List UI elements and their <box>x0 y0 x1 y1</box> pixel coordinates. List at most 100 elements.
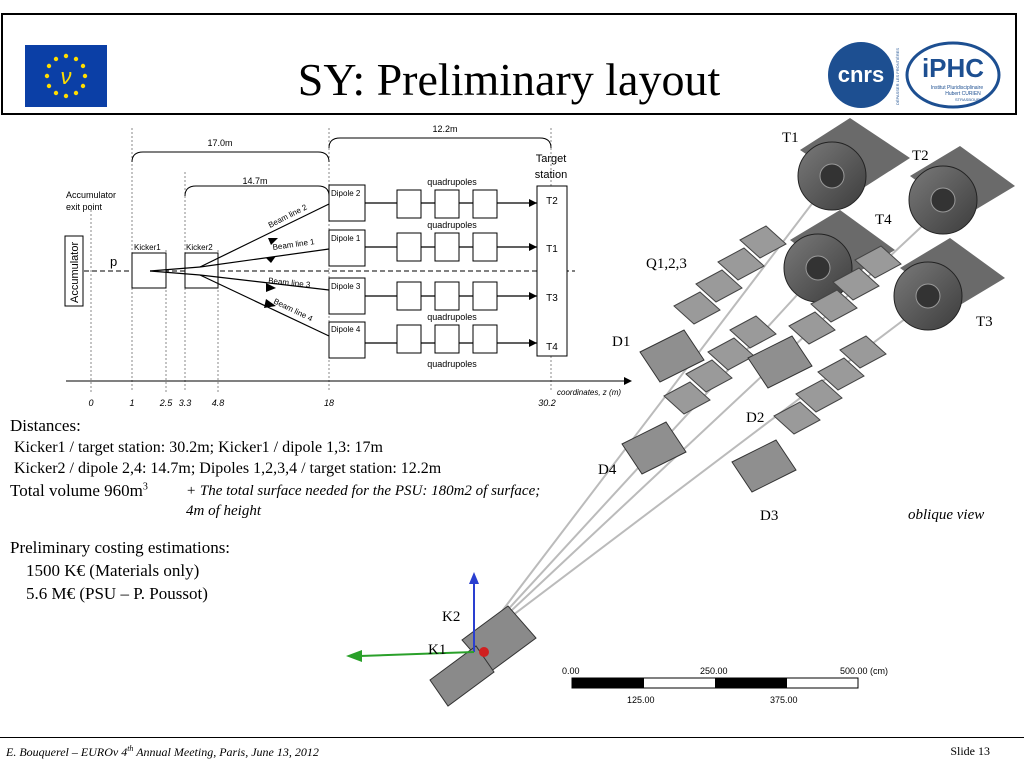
quad-block <box>695 269 743 303</box>
quadrupole <box>396 324 422 354</box>
cost-materials: 1500 K€ (Materials only) <box>26 561 200 580</box>
axis-green <box>359 651 475 657</box>
dim-label-14-7: 14.7m <box>242 176 267 186</box>
oblique-label-t2: T2 <box>912 148 929 164</box>
total-volume-exponent: 3 <box>142 481 148 493</box>
kicker-k1 <box>429 645 495 707</box>
target-t4-label: T4 <box>546 342 558 353</box>
quadrupole <box>396 281 422 311</box>
quad-block <box>839 335 887 369</box>
quadrupoles-label-4: quadrupoles <box>427 359 477 369</box>
quad-block <box>663 381 711 415</box>
beam-line-1-label: Beam line 1 <box>272 237 316 252</box>
footer-citation-a: E. Bouquerel – EUROν 4 <box>6 745 128 759</box>
oblique-beam-t1 <box>479 179 831 641</box>
target-t2 <box>908 146 1015 235</box>
oblique-label-d2: D2 <box>746 410 764 426</box>
footer-divider <box>0 737 1024 738</box>
accumulator-label: Accumulator <box>69 242 81 303</box>
dim-bracket-14-7 <box>184 185 330 197</box>
dipole-d4 <box>621 421 687 475</box>
kicker2-label: Kicker2 <box>186 243 213 252</box>
quad-block <box>773 401 821 435</box>
quadrupole <box>472 281 498 311</box>
quad-block <box>795 379 843 413</box>
quadrupoles-label-3: quadrupoles <box>427 312 477 322</box>
quad-block <box>817 357 865 391</box>
dipole-d3 <box>731 439 797 493</box>
total-volume-text: Total volume 960m <box>10 481 143 500</box>
costing-heading: Preliminary costing estimations: <box>10 538 231 557</box>
scale-bar <box>571 677 859 689</box>
dipole-2-label: Dipole 2 <box>331 189 361 198</box>
beam-line-3 <box>199 274 330 291</box>
quadrupole <box>396 189 422 219</box>
dim-label-17-0: 17.0m <box>207 138 232 148</box>
beam-line-2 <box>199 203 330 268</box>
beam-line-3-label: Beam line 3 <box>268 276 312 289</box>
institution-logos: cnrs iPHC Institut Pluridisciplinaire Hu… <box>823 39 1003 111</box>
iphc-sub2: Hubert CURIEN <box>945 91 981 97</box>
oblique-view: T1 T2 T4 T3 Q1,2,3 D1 D2 D4 D3 K2 K1 obl… <box>346 118 1015 707</box>
scale-label-0: 0.00 <box>562 666 580 676</box>
iphc-logo <box>905 41 1001 109</box>
dipole-1-label: Dipole 1 <box>331 234 361 243</box>
oblique-label-d3: D3 <box>760 508 778 524</box>
beam-line-4 <box>199 274 330 337</box>
oblique-label-k1: K1 <box>428 642 446 658</box>
quadrupole <box>472 324 498 354</box>
quad-block <box>685 359 733 393</box>
target-t3 <box>893 238 1005 331</box>
quadrupole <box>434 324 460 354</box>
dipole-d2 <box>747 335 813 389</box>
oblique-label-d1: D1 <box>612 334 630 350</box>
oblique-label-t3: T3 <box>976 314 993 330</box>
scale-label-375: 375.00 <box>770 695 798 705</box>
dim-bracket-17-0 <box>131 151 330 163</box>
oblique-label-d4: D4 <box>598 462 617 478</box>
eu-letter: ν <box>61 64 72 89</box>
target-t2-label: T2 <box>546 196 558 207</box>
oblique-label-t4: T4 <box>875 212 892 228</box>
dipole-3-label: Dipole 3 <box>331 282 361 291</box>
dipole-2-box <box>328 184 366 222</box>
oblique-view-caption: oblique view <box>908 507 984 523</box>
tick-3-3: 3.3 <box>179 398 192 408</box>
footer-citation-sup: th <box>127 744 134 753</box>
cnrs-logo-text: cnrs <box>838 62 884 87</box>
tick-4-8: 4.8 <box>212 398 225 408</box>
target-t1 <box>797 118 910 211</box>
quadrupoles-label-2: quadrupoles <box>427 220 477 230</box>
tick-0: 0 <box>88 398 93 408</box>
quad-block <box>739 225 787 259</box>
target-station-label-2: station <box>535 169 567 181</box>
beam-line-1 <box>199 248 330 268</box>
quad-block <box>854 245 902 279</box>
tick-1: 1 <box>129 398 134 408</box>
dipole-4-box <box>328 321 366 359</box>
distance-line-2: Kicker2 / dipole 2,4: 14.7m; Dipoles 1,2… <box>14 460 442 477</box>
target-station-box <box>536 185 568 357</box>
quadrupole <box>472 232 498 262</box>
quad-block <box>717 247 765 281</box>
quadrupole <box>396 232 422 262</box>
kicker2-box <box>184 252 219 289</box>
eu-flag-logo: ν <box>25 45 107 107</box>
total-volume: Total volume 960m3 <box>10 481 148 501</box>
oblique-label-q: Q1,2,3 <box>646 256 687 272</box>
z-axis-label: coordinates, z (m) <box>557 388 621 397</box>
quad-block <box>832 267 880 301</box>
quad-block <box>810 289 858 323</box>
quad-block <box>673 291 721 325</box>
quadrupole <box>434 232 460 262</box>
header-box: ν SY: Preliminary layout cnrs iPHC Insti… <box>1 13 1017 115</box>
origin-red-marker <box>479 647 489 657</box>
target-t3-label: T3 <box>546 293 558 304</box>
quad-block <box>729 315 777 349</box>
footer-citation: E. Bouquerel – EUROν 4th Annual Meeting,… <box>6 744 319 760</box>
page-title: SY: Preliminary layout <box>297 54 721 105</box>
psu-surface-note: + The total surface needed for the PSU: … <box>186 483 541 519</box>
distances-heading: Distances: <box>10 416 81 435</box>
scale-label-125: 125.00 <box>627 695 655 705</box>
iphc-sub3: STRASBOURG <box>955 97 983 102</box>
